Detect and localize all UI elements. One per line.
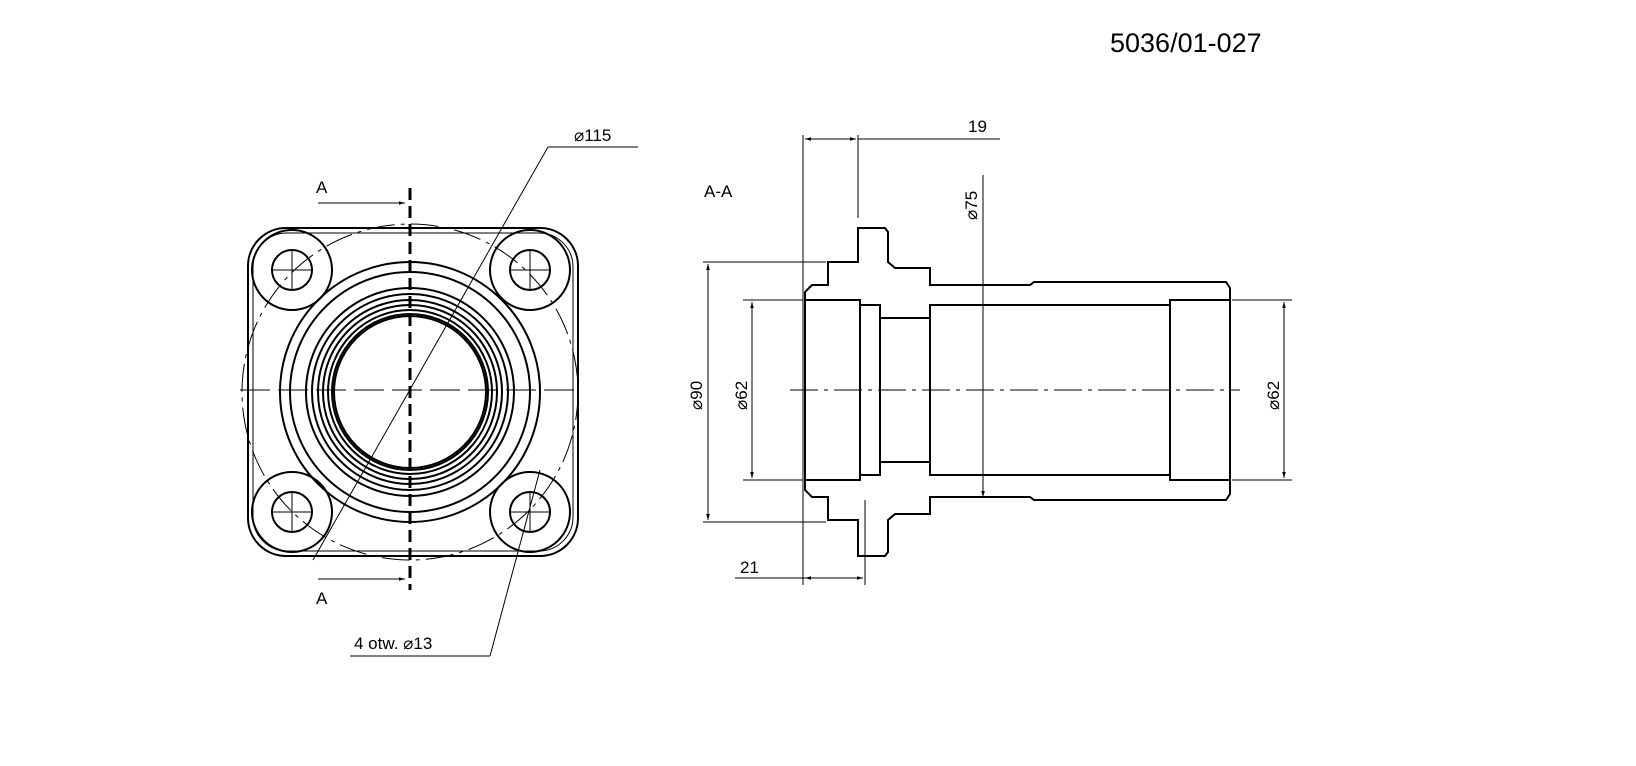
- front-view: A A ⌀115 4 otw. ⌀13: [240, 126, 638, 657]
- bolt-holes: [251, 229, 571, 553]
- dim-dia-90: ⌀90: [687, 381, 706, 410]
- cut-marker-bottom: A: [316, 589, 328, 608]
- section-hatched-wall-bottom: [804, 461, 1231, 557]
- dim-dia-62-left: ⌀62: [732, 381, 751, 410]
- cut-marker-top: A: [316, 178, 328, 197]
- section-view: A-A 19 21 ⌀75 ⌀90 ⌀62 ⌀62: [687, 117, 1292, 585]
- dim-dia-75: ⌀75: [962, 191, 981, 220]
- dim-holes: 4 otw. ⌀13: [354, 634, 432, 653]
- dim-dia-115: ⌀115: [574, 126, 611, 145]
- section-hatched-wall-top: [804, 227, 1231, 319]
- dim-len-21: 21: [740, 558, 759, 577]
- drawing-number: 5036/01-027: [1110, 28, 1262, 58]
- dim-dia-62-right: ⌀62: [1264, 381, 1283, 410]
- section-label: A-A: [704, 182, 733, 201]
- bolt-circle: [241, 223, 579, 561]
- dim-len-19: 19: [968, 117, 987, 136]
